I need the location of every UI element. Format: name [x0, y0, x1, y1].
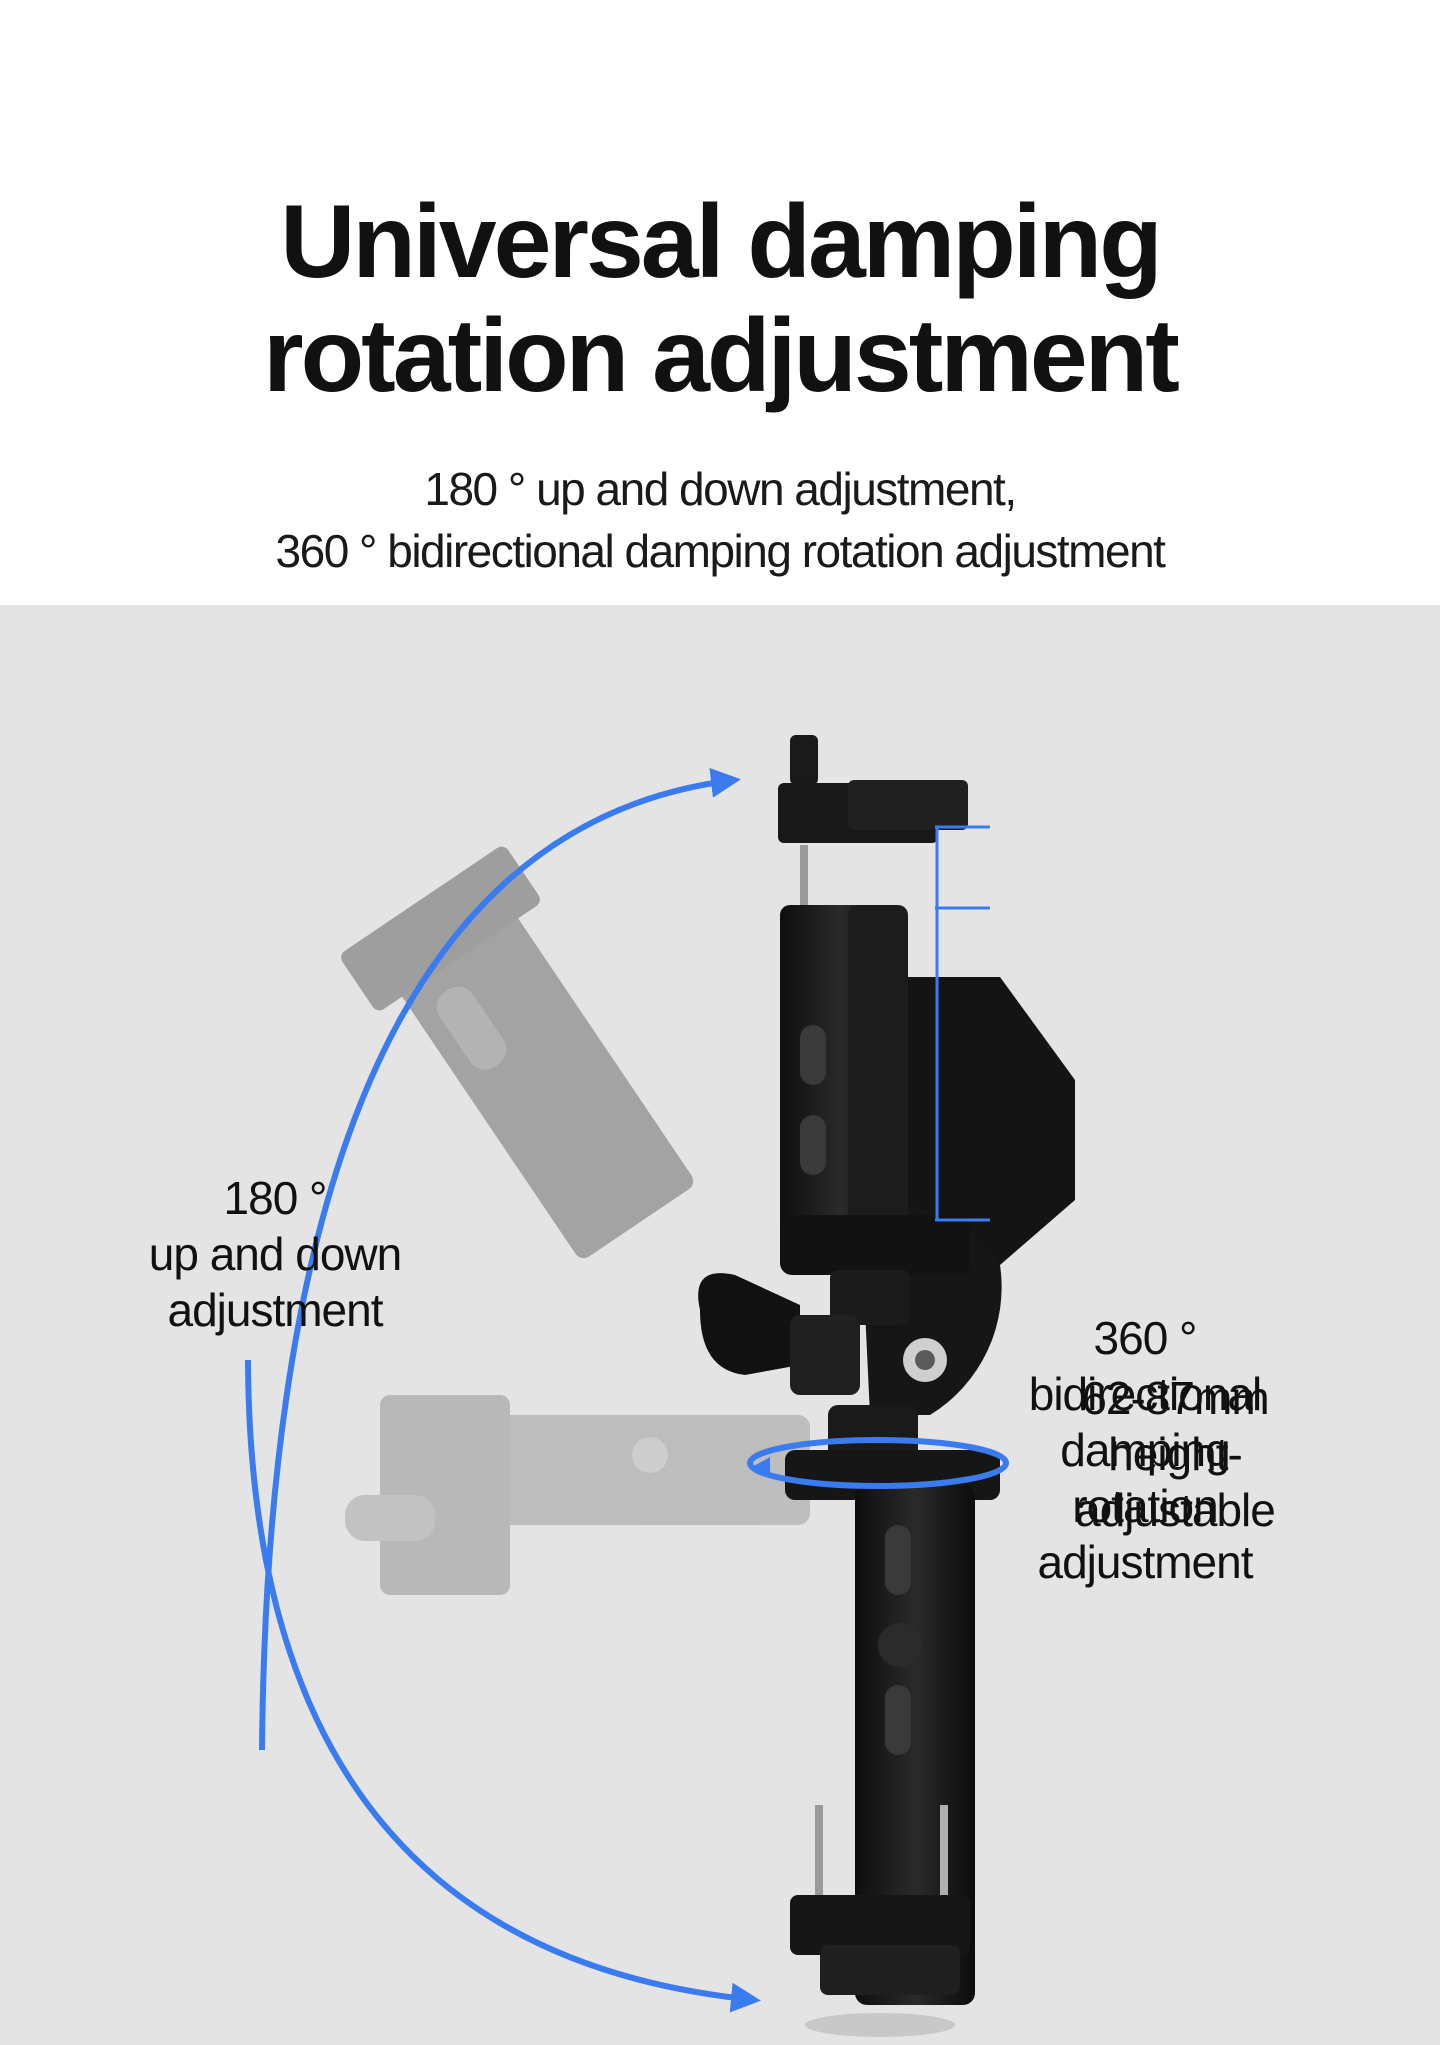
callout-updown-line-1: 180 ° — [223, 1172, 328, 1224]
arrow-arc-lower-icon — [245, 1359, 761, 2013]
support-plate — [905, 977, 1075, 1265]
callout-rotation-line-4: rotation — [1072, 1480, 1218, 1532]
callout-rotation-line-1: 360 ° — [1093, 1312, 1198, 1364]
callout-height-line-2: height- — [1108, 1428, 1243, 1480]
callout-up-down: 180 ° up and down adjustment — [95, 1170, 455, 1338]
upper-clamp — [778, 735, 970, 1275]
rotation-ring-arrow-icon — [752, 1457, 770, 1477]
callout-height-line-3: adjustable — [1075, 1484, 1276, 1536]
callout-rotation: 360 ° bidirectional damping rotation adj… — [980, 1310, 1310, 1590]
lower-clamp — [790, 1485, 975, 2037]
page-title: Universal damping rotation adjustment — [0, 185, 1440, 413]
title-line-1: Universal damping — [280, 184, 1162, 300]
dimension-bracket-icon — [935, 825, 990, 1222]
callout-height-adjustable: 62-87mm height- adjustable — [1030, 1370, 1320, 1538]
ghost-position-horizontal — [345, 1395, 810, 1595]
callout-updown-line-2: up and down — [148, 1228, 402, 1280]
callout-rotation-line-3: damping — [1060, 1424, 1230, 1476]
product-illustration — [245, 735, 1075, 2037]
rotation-ring-icon — [747, 1437, 1009, 1489]
arrow-arc-icon — [259, 767, 741, 1751]
callout-updown-line-3: adjustment — [167, 1284, 383, 1336]
callout-rotation-line-5: adjustment — [1037, 1536, 1253, 1588]
subtitle-line-2: 360 ° bidirectional damping rotation adj… — [275, 525, 1166, 577]
callout-height-line-1: 62-87mm — [1081, 1372, 1269, 1424]
title-line-2: rotation adjustment — [263, 298, 1180, 414]
product-stage: 62-87mm height- adjustable 180 ° up and … — [0, 605, 1440, 2045]
callout-rotation-line-2: bidirectional — [1028, 1368, 1262, 1420]
subtitle-line-1: 180 ° up and down adjustment, — [424, 463, 1017, 515]
page-subtitle: 180 ° up and down adjustment, 360 ° bidi… — [0, 458, 1440, 582]
ghost-position-angled — [341, 846, 694, 1259]
header-section: Universal damping rotation adjustment 18… — [0, 0, 1440, 605]
